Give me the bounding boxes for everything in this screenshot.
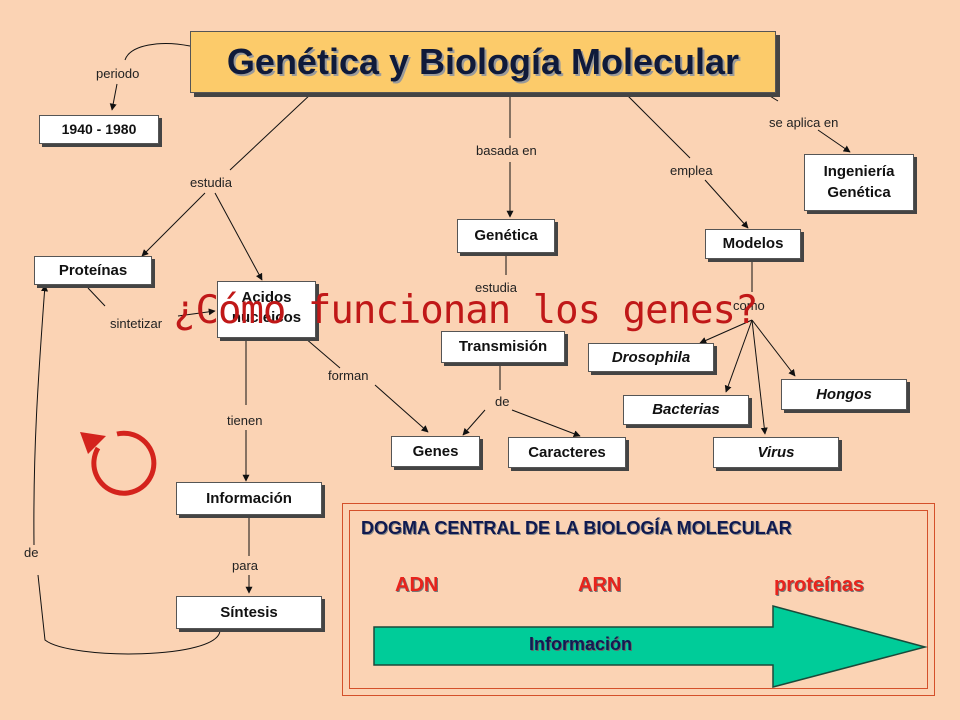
node-proteinas: Proteínas xyxy=(34,256,152,285)
node-sintesis: Síntesis xyxy=(176,596,322,629)
dogma-title: DOGMA CENTRAL DE LA BIOLOGÍA MOLECULAR xyxy=(361,518,792,538)
link-label-sintetizar: sintetizar xyxy=(110,316,163,331)
link-label-basada-en: basada en xyxy=(476,143,537,158)
node-hongos: Hongos xyxy=(781,379,907,410)
node-ingenieria-label-2: Genética xyxy=(827,184,891,201)
link-label-periodo: periodo xyxy=(96,66,140,81)
node-sintesis-label: Síntesis xyxy=(220,604,278,621)
node-informacion-label: Información xyxy=(206,490,292,507)
dogma-adn: ADN xyxy=(395,574,439,596)
node-genes-label: Genes xyxy=(412,443,459,460)
node-bacterias-label: Bacterias xyxy=(652,401,720,418)
node-acidos-label-1: Acidos xyxy=(241,289,292,306)
node-transmision: Transmisión xyxy=(441,331,565,363)
node-genes: Genes xyxy=(391,436,480,467)
node-virus: Virus xyxy=(713,437,839,468)
node-informacion: Información xyxy=(176,482,322,515)
page-title: Genética y Biología Molecular xyxy=(226,41,740,82)
node-modelos-label: Modelos xyxy=(722,235,784,252)
link-line xyxy=(124,43,191,61)
node-acidos-label-2: nucleicos xyxy=(231,309,302,326)
node-genetica-label: Genética xyxy=(474,227,538,244)
node-ingenieria-label-1: Ingeniería xyxy=(823,163,895,180)
node-drosophila: Drosophila xyxy=(588,343,714,372)
link-label-para: para xyxy=(232,558,259,573)
dogma-arn: ARN xyxy=(578,574,622,596)
link-label-de-left: de xyxy=(24,545,39,560)
dogma-proteinas: proteínas xyxy=(774,574,865,596)
link-label-tienen: tienen xyxy=(227,413,263,428)
information-arrow xyxy=(373,605,928,688)
dogma-panel: DOGMA CENTRAL DE LA BIOLOGÍA MOLECULAR A… xyxy=(342,503,935,696)
link-label-emplea: emplea xyxy=(670,163,713,178)
node-period: 1940 - 1980 xyxy=(39,115,159,144)
link-label-forman: forman xyxy=(328,368,369,383)
overlay-question: ¿Cómo funcionan los genes? xyxy=(173,288,758,333)
link-label-se-aplica-en: se aplica en xyxy=(769,115,839,130)
node-transmision-label: Transmisión xyxy=(458,338,548,355)
link-label-de-mid: de xyxy=(495,394,510,409)
node-ingenieria-genetica: Ingeniería Genética xyxy=(804,154,914,211)
node-acidos-nucleicos: Acidos nucleicos xyxy=(217,281,316,338)
title-box: Genética y Biología Molecular xyxy=(190,31,776,93)
node-virus-label: Virus xyxy=(757,444,795,461)
node-genetica: Genética xyxy=(457,219,555,253)
link-label-como: como xyxy=(733,298,765,313)
node-drosophila-label: Drosophila xyxy=(611,349,691,366)
node-modelos: Modelos xyxy=(705,229,801,259)
link-label-estudia: estudia xyxy=(190,175,232,190)
node-proteinas-label: Proteínas xyxy=(58,262,128,279)
dogma-inner-border xyxy=(349,510,928,689)
node-caracteres-label: Caracteres xyxy=(528,444,606,461)
link-label-estudia-mid: estudia xyxy=(475,280,517,295)
node-caracteres: Caracteres xyxy=(508,437,626,468)
node-hongos-label: Hongos xyxy=(816,386,872,403)
node-period-label: 1940 - 1980 xyxy=(61,121,137,137)
circular-arrow-icon xyxy=(80,430,157,496)
dogma-arrow-label: Información xyxy=(529,634,633,654)
node-bacterias: Bacterias xyxy=(623,395,749,425)
